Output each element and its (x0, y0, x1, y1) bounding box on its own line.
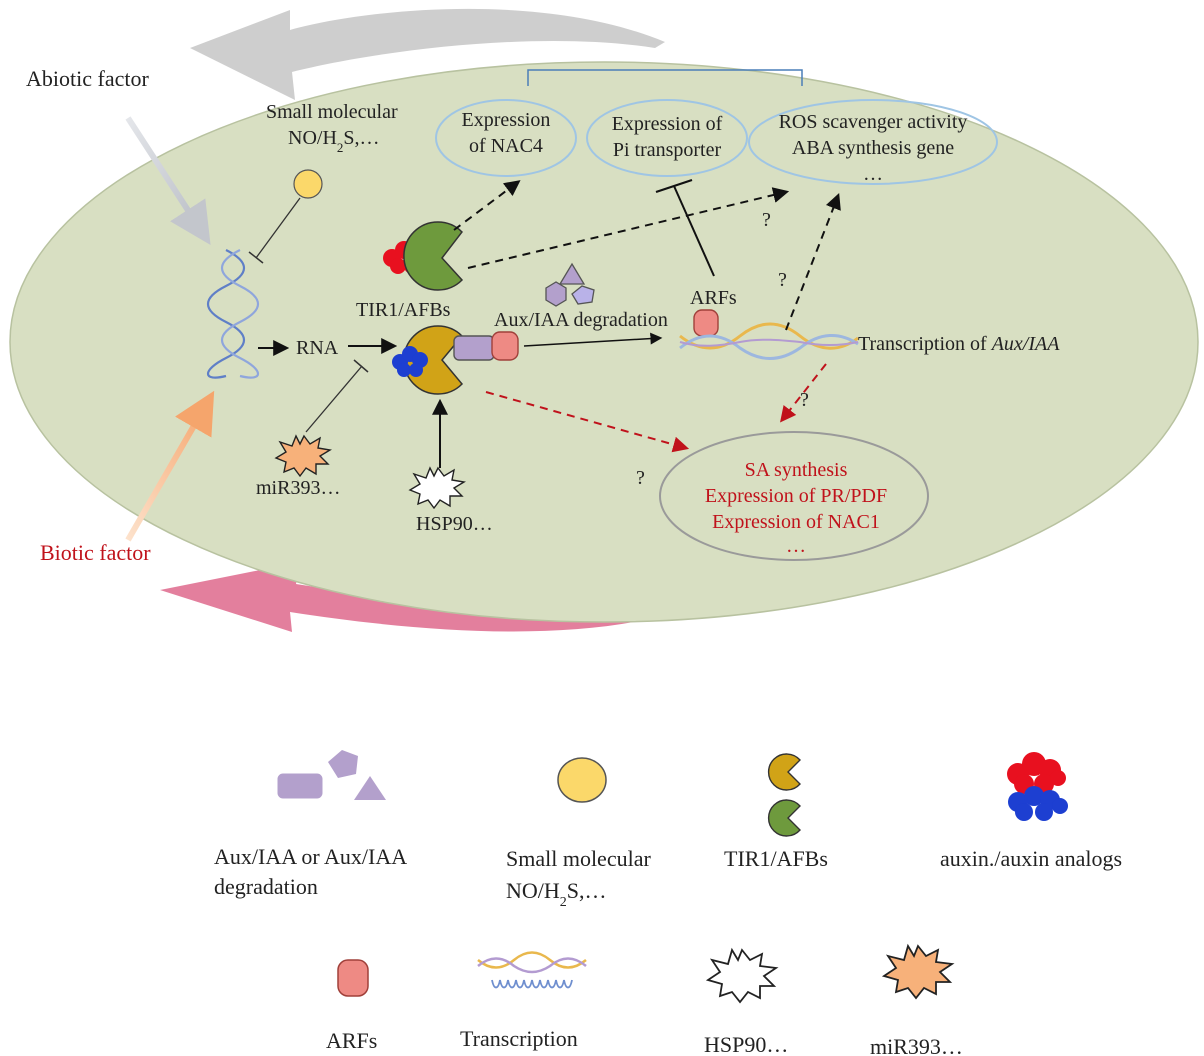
legend-hsp90-label: HSP90… (704, 1032, 788, 1056)
legend-small-molecule-icon (557, 757, 607, 803)
tir1-auxin-complex-lower (392, 325, 519, 395)
rna-label: RNA (296, 337, 339, 359)
arfs-inhibit-pi-line (673, 185, 715, 277)
question-transcription-sa: ? (800, 389, 809, 411)
abiotic-feedback-arrow (190, 8, 665, 100)
ros-oval (748, 99, 998, 185)
legend-mir393-icon (881, 943, 955, 1000)
legend-aux-iaa-pentagon-icon (328, 750, 358, 778)
legend-aux-iaa-line1: Aux/IAA or Aux/IAA (214, 844, 407, 869)
question-ros: ? (762, 209, 771, 231)
tir1-afbs-label: TIR1/AFBs (356, 299, 451, 321)
legend-small-molecular-line2: NO/H2S,… (506, 878, 607, 910)
small-molecule-icon (293, 169, 323, 199)
legend-tir1-green-icon (767, 799, 801, 837)
tir1-green-icon (403, 221, 464, 291)
mir393-inhibit-line (305, 365, 363, 433)
abiotic-factor-label: Abiotic factor (26, 66, 149, 91)
transcription-to-ros-arrow (785, 193, 841, 331)
legend: Aux/IAA or Aux/IAA degradation Small mol… (214, 750, 1122, 1056)
pi-transporter-line2: Pi transporter (613, 139, 722, 161)
legend-aux-iaa-rect-icon (277, 773, 323, 799)
legend-tir1-gold-icon (767, 753, 801, 791)
pi-transporter-oval (586, 99, 748, 177)
legend-tir1-afbs-label: TIR1/AFBs (724, 846, 828, 871)
legend-auxin-label: auxin./auxin analogs (940, 846, 1122, 871)
legend-aux-iaa-triangle-icon (354, 776, 386, 800)
ros-line3: … (863, 163, 883, 185)
legend-aux-iaa-line2: degradation (214, 874, 318, 899)
legend-hsp90-icon (705, 947, 779, 1004)
ros-line2: ABA synthesis gene (792, 137, 954, 159)
hsp90-icon (408, 466, 466, 510)
arfs-label: ARFs (690, 287, 737, 309)
question-tir1-sa: ? (636, 467, 645, 489)
sa-line2: Expression of PR/PDF (705, 485, 887, 507)
biotic-factor-label: Biotic factor (40, 540, 151, 565)
legend-arfs-label: ARFs (326, 1028, 377, 1053)
legend-auxin-blue-icon (1008, 786, 1068, 821)
arf-bound-icon (491, 331, 519, 361)
arf-icon (693, 309, 719, 337)
aux-iaa-degradation-icon (545, 262, 595, 307)
tir1-auxin-complex-upper (383, 221, 464, 291)
cell-hsp90-label: HSP90… (416, 513, 493, 535)
ros-line1: ROS scavenger activity (779, 111, 968, 133)
mir393-icon (274, 434, 332, 478)
legend-mir393-label: miR393… (870, 1034, 963, 1056)
legend-small-molecular-line1: Small molecular (506, 846, 651, 871)
legend-arf-icon (337, 959, 369, 997)
mir393-inhibit-bar (353, 359, 369, 373)
cell-mir393-label: miR393… (256, 477, 340, 499)
arfs-inhibit-pi-bar (655, 178, 693, 194)
auxin-blue-icon (392, 346, 428, 377)
nac4-oval (435, 99, 577, 177)
small-molecule-inhibit-line (255, 197, 301, 259)
degradation-to-transcription-arrow (523, 332, 663, 347)
dna-helix (206, 249, 260, 379)
transcription-of-aux-iaa-label: Transcription of Aux/IAA (858, 333, 1060, 355)
tir1-to-ros-arrow (467, 187, 790, 269)
cell-small-molecular-line2: NO/H2S,… (288, 127, 380, 155)
aux-iaa-bound-icon (453, 335, 495, 361)
nac4-line1: Expression (462, 109, 551, 131)
sa-line4: … (786, 535, 806, 557)
aux-iaa-degradation-label: Aux/IAA degradation (494, 309, 668, 331)
sa-line3: Expression of NAC1 (712, 511, 880, 533)
small-molecule-inhibit-bar (248, 251, 264, 264)
sa-line1: SA synthesis (745, 459, 848, 481)
transcription-helix (679, 322, 859, 360)
cell-small-molecular-line1: Small molecular (266, 101, 398, 123)
pi-transporter-line1: Expression of (612, 113, 723, 135)
abiotic-arrow (125, 116, 211, 246)
tir1-to-sa-arrow (485, 391, 690, 453)
biotic-arrow (125, 390, 215, 542)
nac4-line2: of NAC4 (469, 135, 543, 157)
legend-transcription-icon (477, 951, 587, 989)
legend-transcription-label: Transcription (460, 1026, 578, 1051)
top-bracket (527, 69, 803, 86)
sa-oval (659, 431, 929, 561)
transcription-to-sa-arrow (780, 363, 827, 423)
question-transcription-ros: ? (778, 269, 787, 291)
